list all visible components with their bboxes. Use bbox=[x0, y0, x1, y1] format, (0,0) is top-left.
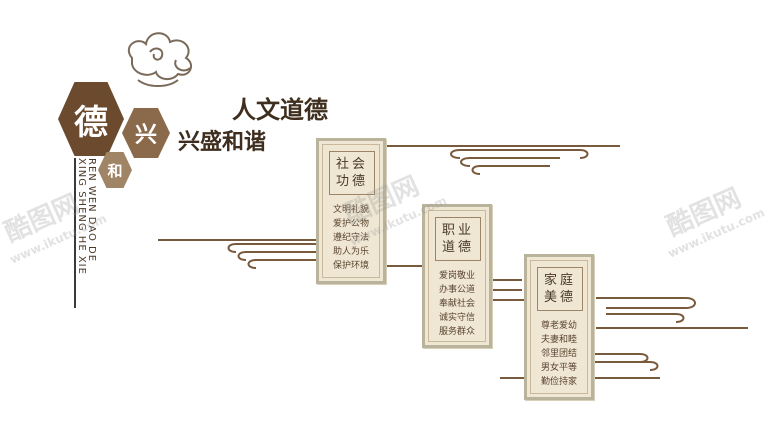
list-item: 诚实守信 bbox=[438, 313, 475, 323]
pinyin-line-1: REN WEN DAO DE bbox=[86, 158, 97, 263]
panel-frame bbox=[322, 144, 380, 278]
list-item: 爱岗敬业 bbox=[438, 271, 475, 281]
list-item: 办事公道 bbox=[438, 285, 475, 295]
heading-line: 功德 bbox=[335, 174, 368, 189]
emblem-de-char: 德 bbox=[74, 102, 108, 143]
list-item: 保护环境 bbox=[332, 261, 369, 271]
panel-family-virtue: 家庭 美德 尊老爱幼 夫妻和睦 邻里团结 男女平等 勤俭持家 bbox=[524, 254, 594, 400]
title-line-1: 人文道德 bbox=[232, 96, 328, 124]
list-item: 爱护公物 bbox=[332, 219, 369, 229]
panel-heading: 职业 道德 bbox=[435, 217, 481, 261]
list-item: 尊老爱幼 bbox=[540, 321, 577, 331]
list-item: 勤俭持家 bbox=[540, 377, 577, 387]
list-item: 遵纪守法 bbox=[332, 233, 369, 243]
heading-line: 美德 bbox=[543, 290, 576, 305]
panel-frame bbox=[428, 210, 486, 342]
emblem-de-hexagon: 德 bbox=[58, 82, 124, 156]
list-item: 奉献社会 bbox=[438, 299, 475, 309]
cloud-icon bbox=[127, 32, 193, 87]
panel-heading: 社会 功德 bbox=[329, 151, 375, 195]
panel-heading: 家庭 美德 bbox=[537, 267, 583, 311]
heading-line: 社会 bbox=[335, 157, 368, 172]
list-item: 助人为乐 bbox=[332, 247, 369, 257]
panel-items: 文明礼貌 爱护公物 遵纪守法 助人为乐 保护环境 bbox=[319, 203, 383, 273]
title-line-2: 兴盛和谐 bbox=[178, 130, 267, 155]
pinyin-line-2: XING SHENG HE XIE bbox=[76, 158, 87, 275]
list-item: 夫妻和睦 bbox=[540, 335, 577, 345]
list-item: 男女平等 bbox=[540, 363, 577, 373]
list-item: 邻里团结 bbox=[540, 349, 577, 359]
panel-items: 尊老爱幼 夫妻和睦 邻里团结 男女平等 勤俭持家 bbox=[527, 319, 591, 389]
panel-professional-ethics: 职业 道德 爱岗敬业 办事公道 奉献社会 诚实守信 服务群众 bbox=[422, 204, 492, 348]
panel-items: 爱岗敬业 办事公道 奉献社会 诚实守信 服务群众 bbox=[425, 269, 489, 339]
emblem-he-char: 和 bbox=[107, 161, 123, 180]
panel-social-virtue: 社会 功德 文明礼貌 爱护公物 遵纪守法 助人为乐 保护环境 bbox=[316, 138, 386, 284]
emblem-xing-char: 兴 bbox=[134, 122, 157, 148]
heading-line: 职业 bbox=[441, 223, 474, 238]
list-item: 服务群众 bbox=[438, 327, 475, 337]
vertical-divider bbox=[74, 158, 76, 308]
panel-frame bbox=[530, 260, 588, 394]
heading-line: 道德 bbox=[441, 240, 474, 255]
list-item: 文明礼貌 bbox=[332, 205, 369, 215]
heading-line: 家庭 bbox=[543, 273, 576, 288]
